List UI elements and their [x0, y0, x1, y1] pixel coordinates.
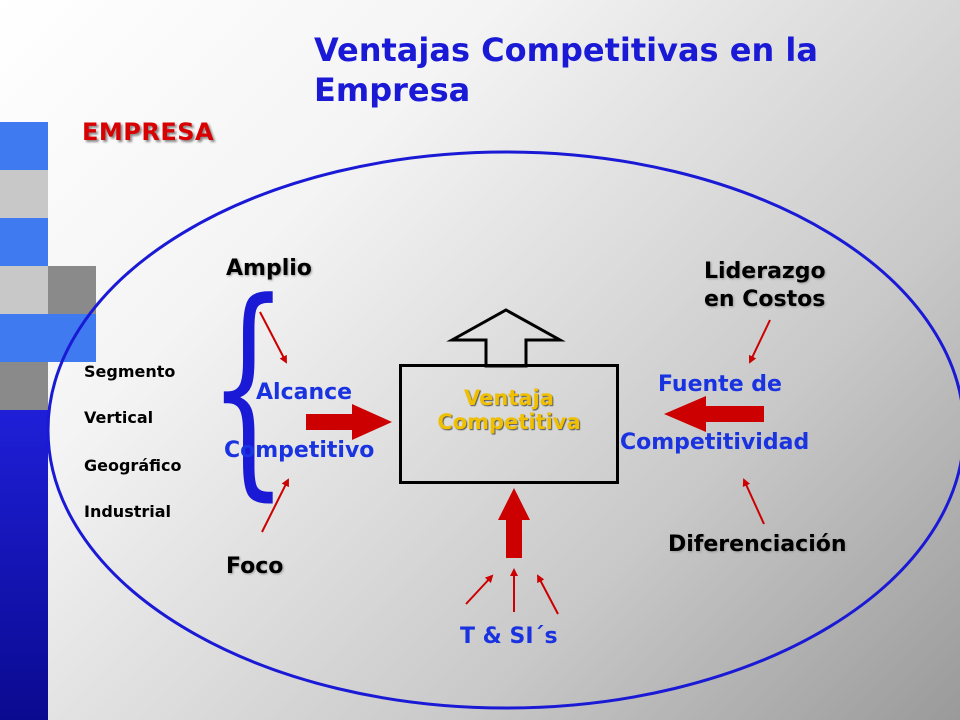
segment-item-1: Vertical — [84, 408, 154, 427]
diferenciacion-arrow — [742, 478, 765, 525]
deco-square — [0, 170, 48, 218]
fuente-label: Fuente de — [658, 372, 782, 397]
ventaja-competitiva-label: Ventaja Competitiva — [399, 386, 619, 434]
right-thick-arrow — [664, 396, 764, 432]
deco-square — [0, 266, 48, 314]
tsi-arrow-left — [465, 574, 494, 605]
left-thick-arrow — [306, 404, 392, 440]
deco-square — [0, 122, 48, 170]
liderazgo-line1: Liderazgo — [704, 259, 826, 284]
amplio-arrow — [259, 311, 287, 364]
liderazgo-line2: en Costos — [704, 287, 826, 312]
amplio-label: Amplio — [226, 256, 312, 281]
tsi-label: T & SI´s — [460, 624, 558, 649]
ventaja-text: Ventaja — [464, 386, 554, 410]
empresa-ellipse — [46, 150, 960, 710]
competitividad-label: Competitividad — [620, 430, 810, 455]
deco-square — [0, 218, 48, 266]
competitiva-text: Competitiva — [437, 410, 581, 434]
deco-bar — [0, 410, 48, 720]
up-arrow-outline — [446, 308, 566, 368]
foco-label: Foco — [226, 554, 284, 579]
bottom-thick-arrow — [498, 488, 530, 558]
foco-arrow — [261, 478, 289, 533]
ventaja-box — [399, 364, 619, 484]
deco-square — [0, 362, 48, 410]
liderazgo-label: Liderazgo en Costos — [704, 258, 826, 314]
competitivo-label: Competitivo — [224, 438, 375, 463]
diferenciacion-label: Diferenciación — [668, 532, 847, 557]
curly-brace: { — [208, 254, 289, 521]
deco-square — [48, 314, 96, 362]
segment-item-3: Industrial — [84, 502, 172, 521]
tsi-arrow-right — [537, 574, 559, 615]
alcance-label: Alcance — [256, 380, 353, 405]
segment-item-2: Geográfico — [84, 456, 182, 475]
deco-square — [48, 266, 96, 314]
segment-item-0: Segmento — [84, 362, 176, 381]
page-title: Ventajas Competitivas en la Empresa — [314, 31, 818, 109]
deco-square — [0, 314, 48, 362]
empresa-label: EMPRESA — [82, 118, 215, 146]
liderazgo-arrow — [748, 319, 771, 364]
